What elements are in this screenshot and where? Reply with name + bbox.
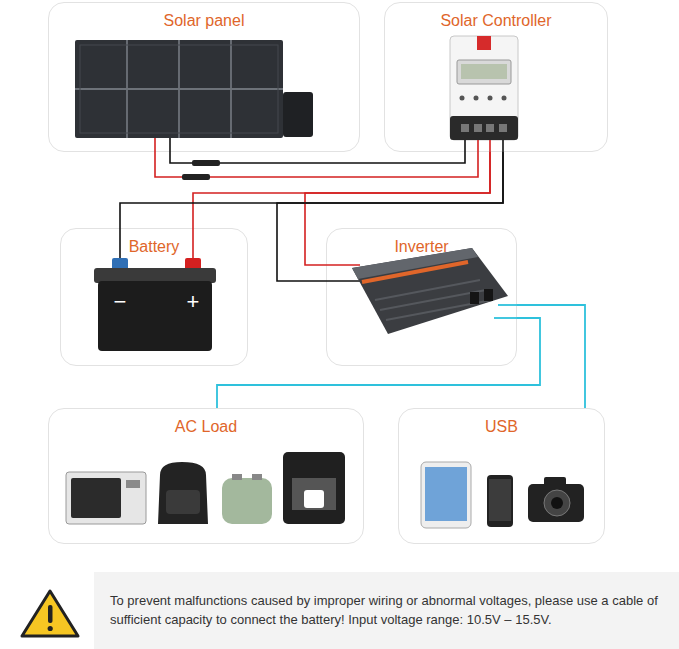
power-wire	[155, 152, 478, 177]
controller-button	[502, 96, 507, 101]
coffee-maker	[283, 452, 345, 524]
terminal-sign: +	[183, 286, 203, 318]
battery-body	[98, 281, 212, 351]
coffee-maker-bay	[292, 478, 336, 510]
controller-terminal	[486, 124, 494, 132]
controller-terminal-block	[450, 116, 518, 140]
controller-lead-black	[464, 140, 466, 152]
phone	[487, 475, 513, 527]
inverter-lead-ac	[494, 317, 517, 319]
camera-top	[544, 477, 566, 486]
controller-body	[450, 36, 518, 140]
phone-screen	[489, 479, 511, 521]
inverter-lead-red	[326, 264, 360, 266]
air-fryer-basket	[166, 490, 200, 514]
solar-panel-grid	[75, 40, 283, 138]
mc4-connector	[192, 160, 220, 166]
air-fryer	[158, 462, 208, 524]
tablet	[421, 462, 471, 528]
camera-body	[528, 484, 584, 522]
camera-lens	[544, 490, 570, 516]
warning-note: To prevent malfunctions caused by improp…	[110, 591, 666, 629]
component-heading: Inverter	[327, 237, 516, 257]
ac-cable	[517, 305, 585, 408]
controller-lead-red	[477, 140, 479, 152]
solar-panel-frame	[80, 45, 278, 133]
controller-terminal	[474, 124, 482, 132]
solar-panel-body	[75, 40, 283, 138]
camera-glass	[551, 497, 563, 509]
toaster-slot	[232, 474, 242, 480]
controller-lcd	[461, 64, 507, 79]
panel-lead-black	[169, 138, 171, 152]
mc4-connector	[182, 174, 210, 180]
coffee-cup	[304, 490, 324, 508]
battery-lead-red	[192, 228, 194, 260]
toaster	[222, 478, 272, 524]
warning-triangle	[22, 591, 78, 636]
controller-terminal	[461, 124, 469, 132]
inverter-stripe	[362, 262, 468, 282]
tablet-screen	[425, 467, 467, 521]
inverter-lead-ac	[498, 304, 517, 306]
controller-lcd-frame	[457, 60, 511, 84]
wire-connector	[517, 305, 585, 408]
warning-band-left	[0, 572, 679, 649]
battery-lead-black	[119, 228, 121, 260]
controller-lead-black	[502, 140, 504, 152]
controller-button	[488, 96, 493, 101]
inverter-outlet	[470, 292, 479, 304]
inverter-outlet	[484, 289, 493, 301]
inverter-lead-black	[326, 280, 364, 282]
terminal-sign: −	[110, 286, 130, 318]
solar-panel-bag	[283, 92, 313, 137]
controller-accent	[477, 36, 491, 50]
power-wire	[193, 152, 490, 228]
microwave-window	[71, 478, 121, 518]
controller-lead-red	[489, 140, 491, 152]
controller-terminal	[499, 124, 507, 132]
toaster-slot	[252, 474, 262, 480]
microwave-body	[66, 472, 146, 524]
component-heading: AC Load	[49, 417, 363, 437]
power-wire	[120, 152, 503, 228]
component-heading: Battery	[61, 237, 247, 257]
warning-band	[94, 572, 679, 649]
component-heading: Solar Controller	[385, 11, 607, 31]
battery-lid	[94, 268, 216, 283]
panel-lead-red	[154, 138, 156, 152]
controller-button	[460, 96, 465, 101]
wire-connector	[155, 152, 478, 177]
warning-dot	[48, 626, 53, 631]
microwave-panel	[126, 480, 140, 488]
controller-button	[474, 96, 479, 101]
component-heading: Solar panel	[49, 11, 359, 31]
warning-bar	[48, 605, 53, 623]
wire-connector	[120, 152, 503, 228]
component-heading: USB	[399, 417, 604, 437]
